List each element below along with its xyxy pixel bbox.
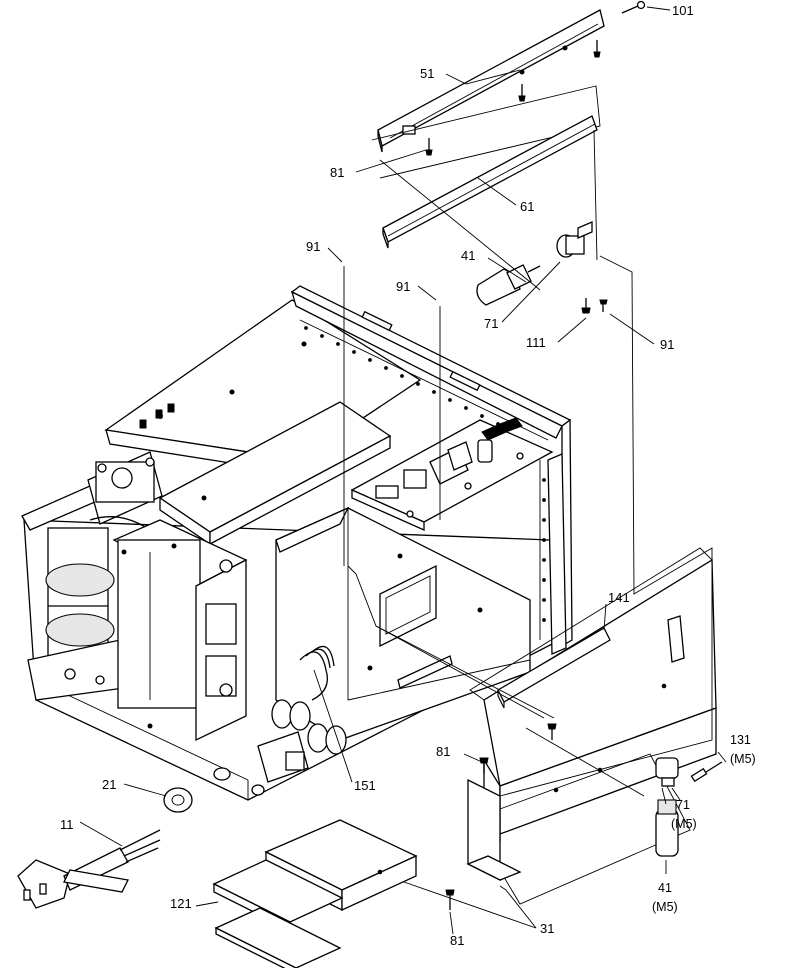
label-81-top: 81 [330, 165, 344, 180]
label-71-m5-sub: (M5) [671, 817, 697, 831]
door-hinge-dots [304, 326, 546, 622]
label-81-cover: 81 [436, 744, 450, 759]
magnetron-bracket [112, 519, 248, 742]
capacitor-diode-group [257, 699, 347, 783]
lamp-bulb-41-m5 [655, 799, 679, 857]
screw-131-m5 [690, 761, 723, 783]
front-door-frame [290, 285, 573, 655]
label-131: 131 [730, 733, 751, 747]
screw-101 [621, 0, 646, 14]
stepped-panel-121 [212, 819, 418, 968]
label-21: 21 [102, 777, 116, 792]
label-51: 51 [420, 66, 434, 81]
callout-labels: 101 51 81 61 91 41 91 71 111 91 141 131 … [60, 3, 756, 948]
label-141: 141 [608, 590, 630, 605]
label-11: 11 [60, 817, 74, 832]
label-121: 121 [170, 896, 192, 911]
top-trim-bracket-51 [377, 9, 605, 153]
label-leader-lines [79, 6, 727, 935]
lamp-bulb-41 [476, 264, 541, 306]
label-91-right: 91 [660, 337, 674, 352]
screw-91-right [599, 299, 608, 312]
insulation-strip-141 [497, 615, 685, 709]
screws-on-trim [425, 40, 601, 156]
screw-81-bottom [445, 889, 455, 910]
wiring-bundle [299, 645, 335, 701]
power-cord-11 [17, 829, 161, 909]
assembly-reference-lines [343, 159, 713, 805]
base-cover-side-flange-31 [466, 778, 522, 882]
label-41-top: 41 [461, 248, 475, 263]
label-101: 101 [672, 3, 694, 18]
lamp-socket-71-m5 [655, 757, 679, 787]
label-131-sub: (M5) [730, 752, 756, 766]
wave-guide-cover [158, 401, 392, 546]
trim-rail-61 [382, 115, 598, 261]
label-111: 111 [526, 335, 546, 350]
label-91-left: 91 [306, 239, 320, 254]
label-41-m5-sub: (M5) [652, 900, 678, 914]
label-71-m5: 71 [676, 798, 690, 812]
label-61: 61 [520, 199, 534, 214]
control-panel-pcb [350, 417, 554, 532]
label-41-m5: 41 [658, 881, 672, 895]
label-151: 151 [354, 778, 376, 793]
label-31: 31 [540, 921, 554, 936]
label-71-top: 71 [484, 316, 498, 331]
label-81-bottom: 81 [450, 933, 464, 948]
cooling-fan-motor [87, 451, 163, 531]
lamp-socket-71 [556, 221, 593, 258]
shield-plate-outline [371, 85, 601, 179]
label-91-center: 91 [396, 279, 410, 294]
grommet-21 [163, 787, 193, 813]
screw-111 [581, 298, 591, 314]
